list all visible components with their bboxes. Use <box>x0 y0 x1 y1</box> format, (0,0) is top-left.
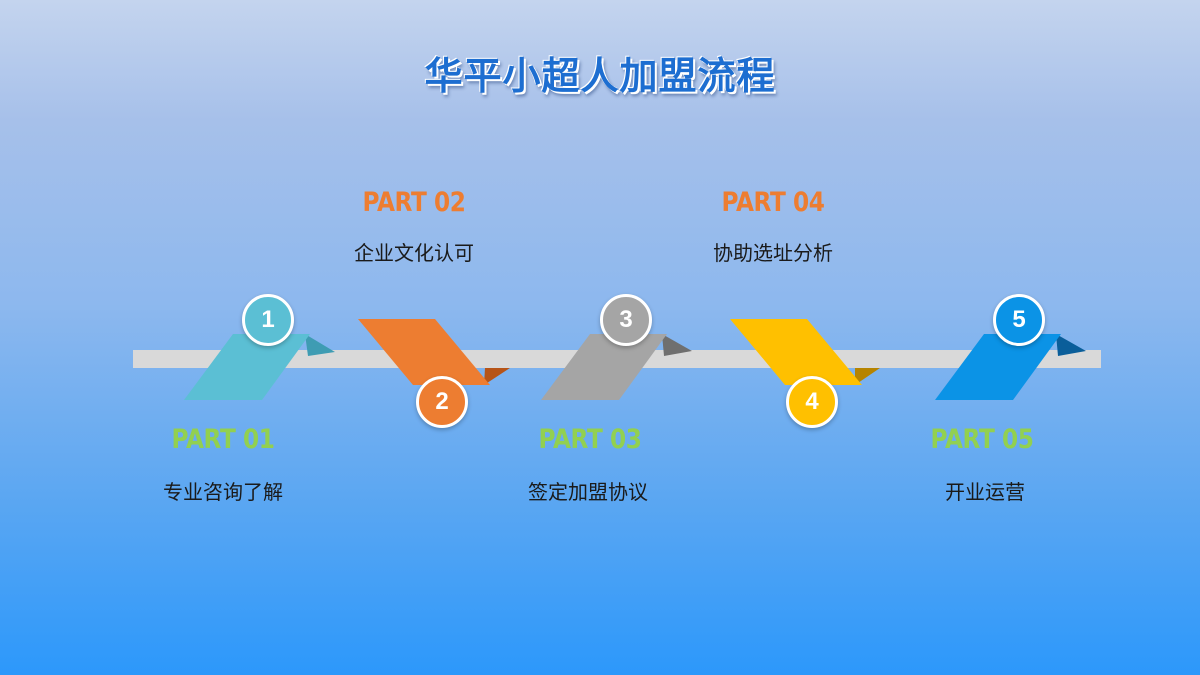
step-4-ribbon <box>730 319 880 385</box>
step-2-description: 企业文化认可 <box>354 241 474 265</box>
step-1-part-label: PART 01 <box>171 424 275 455</box>
step-4-part-label: PART 04 <box>721 187 825 218</box>
page-title: 华平小超人加盟流程 <box>424 54 776 98</box>
step-2-ribbon <box>358 319 510 385</box>
step-3-description: 签定加盟协议 <box>528 480 648 504</box>
step-5-description: 开业运营 <box>945 480 1025 504</box>
step-1-number-badge: 1 <box>242 294 294 346</box>
step-5-number-badge: 5 <box>993 294 1045 346</box>
step-5-part-label: PART 05 <box>930 424 1034 455</box>
step-4-description: 协助选址分析 <box>713 241 833 265</box>
step-4-number-badge: 4 <box>786 376 838 428</box>
step-5-ribbon <box>935 334 1086 400</box>
step-2-number-badge: 2 <box>416 376 468 428</box>
step-1-ribbon <box>184 334 335 400</box>
step-2-part-label: PART 02 <box>362 187 466 218</box>
step-3-ribbon <box>541 334 692 400</box>
step-1-description: 专业咨询了解 <box>163 480 283 504</box>
step-3-part-label: PART 03 <box>538 424 642 455</box>
step-3-number-badge: 3 <box>600 294 652 346</box>
